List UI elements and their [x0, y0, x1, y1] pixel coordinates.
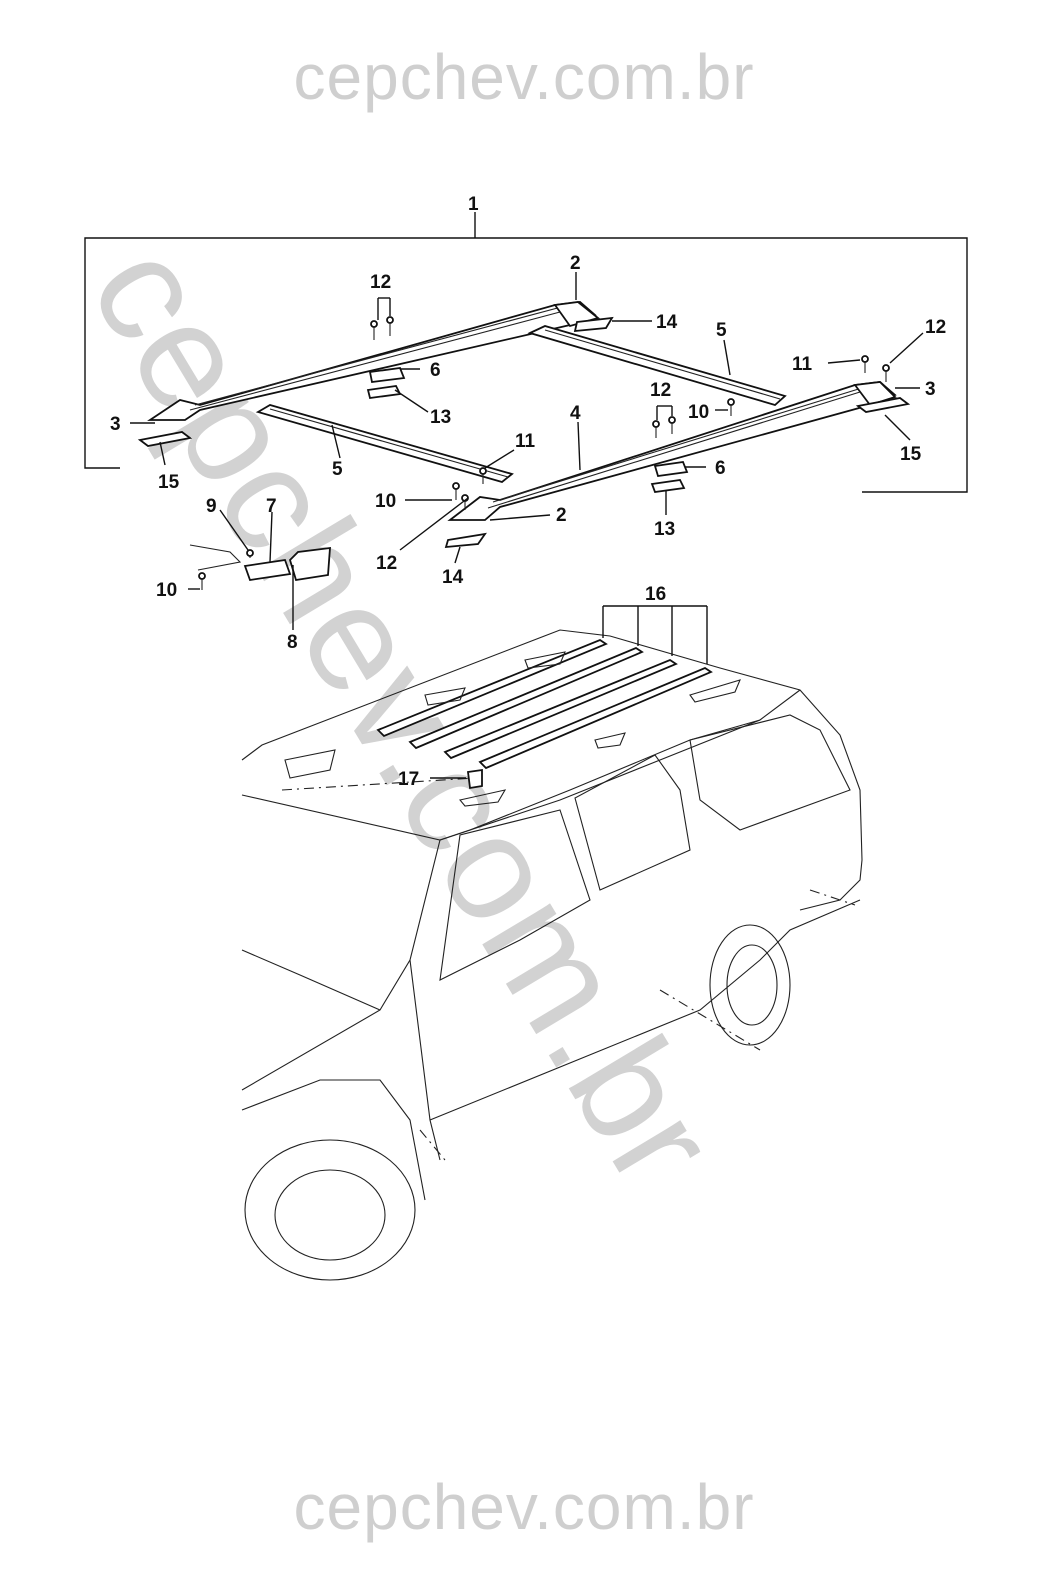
callout-10: 10	[156, 580, 177, 601]
callout-15: 15	[900, 444, 922, 465]
callout-10: 10	[375, 491, 396, 512]
watermark-bottom: cepchev.com.br	[293, 1471, 755, 1543]
callout-10: 10	[688, 402, 709, 423]
callout-14: 14	[442, 567, 464, 588]
pads	[137, 316, 911, 549]
leader-lines	[130, 272, 924, 779]
callouts: 1 2 2 3 3 4 5 5 6 6 7 8 9 10 10 10 11 11…	[110, 194, 946, 790]
assembly-bracket	[84, 212, 968, 493]
callout-7: 7	[266, 496, 277, 517]
callout-2: 2	[570, 253, 581, 274]
watermark-top: cepchev.com.br	[293, 41, 755, 113]
callout-6: 6	[430, 360, 441, 381]
crossbar-rear	[527, 325, 787, 407]
callout-4: 4	[570, 403, 581, 424]
vehicle-outline	[241, 629, 863, 1281]
callout-1: 1	[468, 194, 479, 215]
crossbar-front	[255, 404, 514, 483]
callout-16: 16	[645, 584, 666, 605]
callout-2: 2	[556, 505, 567, 526]
callout-6: 6	[715, 458, 726, 479]
callout-12: 12	[376, 553, 397, 574]
callout-13: 13	[430, 407, 451, 428]
roof-rail-lower	[447, 381, 897, 521]
callout-12: 12	[925, 317, 946, 338]
callout-3: 3	[925, 379, 936, 400]
callout-3: 3	[110, 414, 121, 435]
roof-rail-upper	[147, 301, 600, 421]
callout-8: 8	[287, 632, 298, 653]
screws	[198, 316, 890, 590]
callout-13: 13	[654, 519, 675, 540]
callout-12: 12	[650, 380, 671, 401]
callout-17: 17	[398, 769, 419, 790]
callout-11: 11	[792, 354, 813, 375]
callout-11: 11	[515, 431, 536, 452]
callout-14: 14	[656, 312, 678, 333]
roof-strips	[376, 638, 713, 770]
callout-15: 15	[158, 472, 180, 493]
callout-12: 12	[370, 272, 391, 293]
end-cap-detail	[189, 544, 331, 582]
callout-5: 5	[332, 459, 343, 480]
callout-5: 5	[716, 320, 727, 341]
callout-9: 9	[206, 496, 217, 517]
